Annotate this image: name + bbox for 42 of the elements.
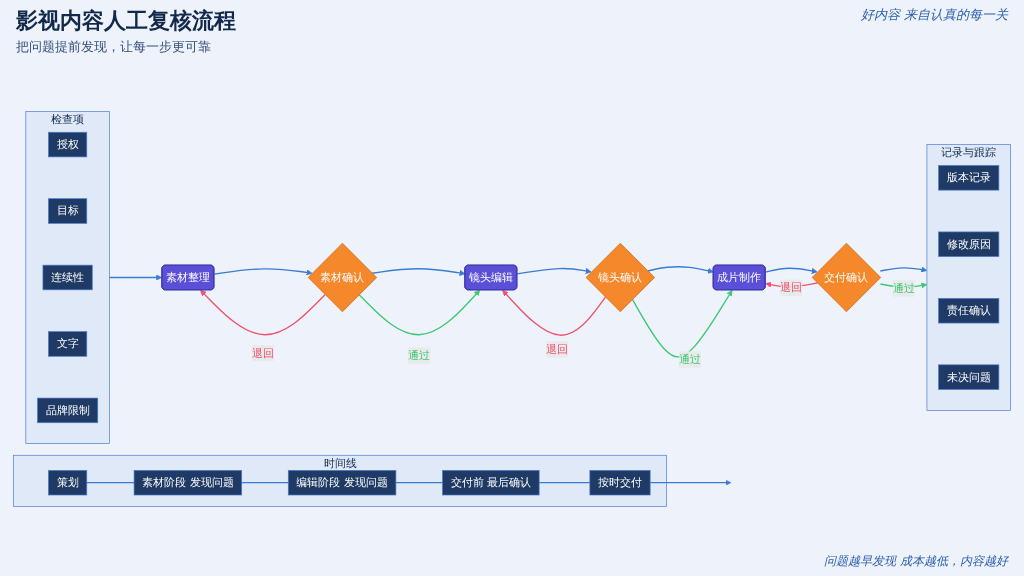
arrow xyxy=(631,289,733,358)
node-diamond: 镜头确认 xyxy=(585,242,655,313)
node-box: 授权 xyxy=(48,131,88,158)
node-box: 目标 xyxy=(48,198,88,224)
node-diamond: 交付确认 xyxy=(811,242,882,313)
arrow xyxy=(764,267,818,274)
edge-label: 退回 xyxy=(251,346,274,360)
node-box: 连续性 xyxy=(42,264,93,291)
node-box: 版本记录 xyxy=(938,165,1000,191)
node-box: 文字 xyxy=(48,331,88,357)
node-box: 未决问题 xyxy=(938,364,1000,390)
connector xyxy=(241,482,289,484)
arrow xyxy=(108,274,163,281)
edge-label: 通过 xyxy=(892,281,915,295)
node-box: 按时交付 xyxy=(589,470,651,496)
edge-label: 退回 xyxy=(546,342,568,356)
node-box: 素材阶段 发现问题 xyxy=(133,470,243,496)
arrow xyxy=(649,479,732,486)
arrow xyxy=(358,289,481,336)
arrow xyxy=(879,266,928,273)
edge-label: 通过 xyxy=(678,352,701,366)
arrow xyxy=(502,289,607,336)
node-box: 修改原因 xyxy=(938,231,1000,257)
node-box: 策划 xyxy=(48,470,88,496)
node-box: 品牌限制 xyxy=(37,397,99,424)
node-box: 编辑阶段 发现问题 xyxy=(287,470,397,496)
arrow xyxy=(213,268,313,276)
node-box: 交付前 最后确认 xyxy=(442,470,540,496)
edge-label: 退回 xyxy=(780,281,803,295)
node-box: 责任确认 xyxy=(938,298,1000,324)
connector xyxy=(538,482,591,484)
arrow xyxy=(647,266,714,274)
title: 影视内容人工复核流程 xyxy=(16,7,236,35)
connector xyxy=(395,482,444,484)
arrow xyxy=(516,267,592,275)
connector xyxy=(86,482,135,484)
edge-label: 通过 xyxy=(408,348,431,362)
note: 问题越早发现 成本越低，内容越好 xyxy=(824,553,1008,570)
subtitle: 把问题提前发现，让每一步更可靠 xyxy=(16,38,212,56)
tagline-note: 好内容 来自认真的每一关 xyxy=(860,6,1008,24)
node-diamond: 素材确认 xyxy=(307,242,378,313)
arrow xyxy=(200,289,326,336)
